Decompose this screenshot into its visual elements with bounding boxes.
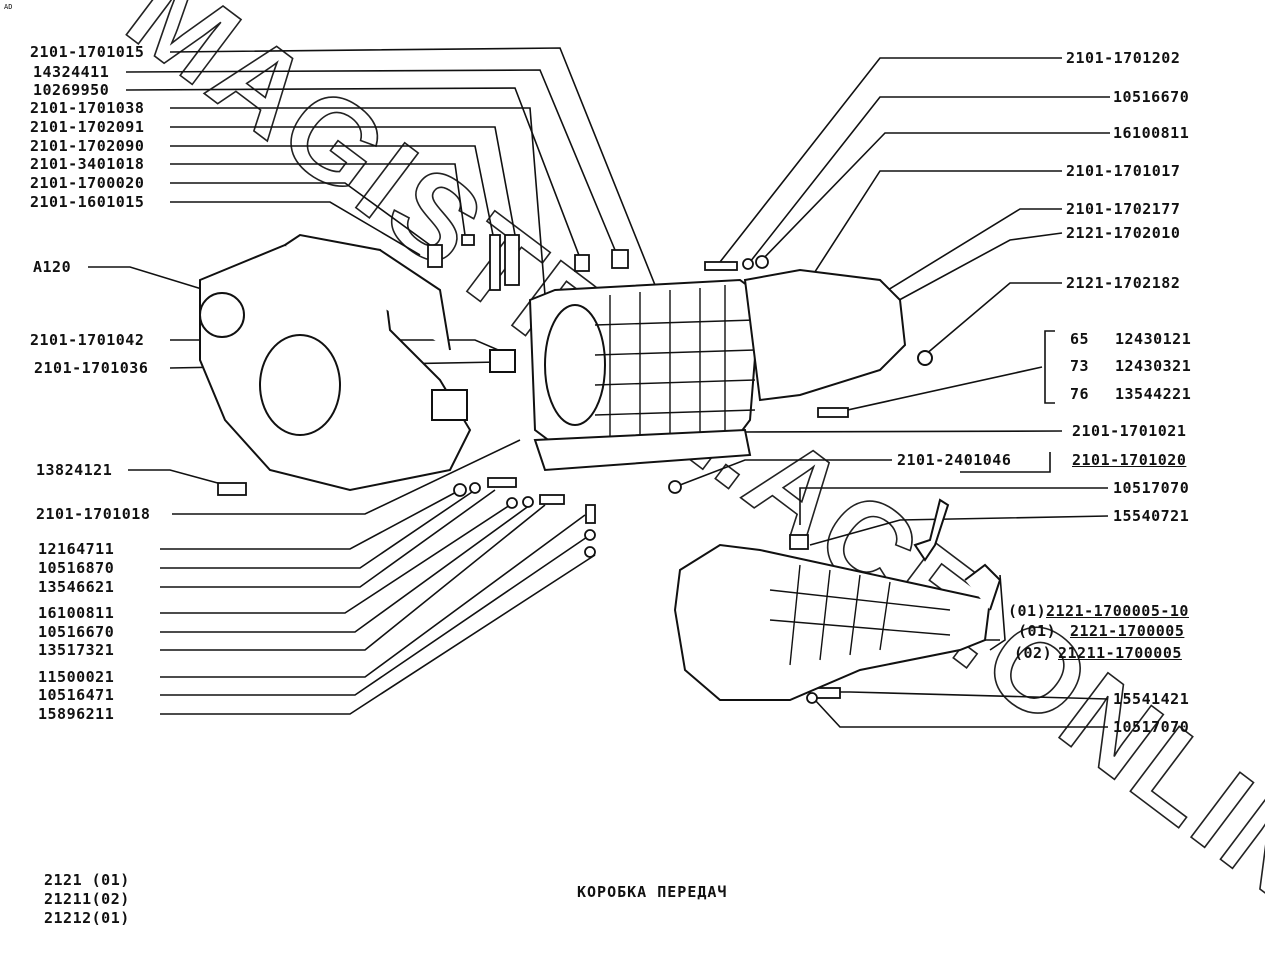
variant-part: 2121-1700005-10 xyxy=(1046,602,1189,620)
part-label: 2101-1700020 xyxy=(30,174,145,192)
part-label: 2101-1702177 xyxy=(1066,200,1181,218)
part-label: 2101-3401018 xyxy=(30,155,145,173)
svg-text:MAGISTRAL.ACE.ONLINE: MAGISTRAL.ACE.ONLINE xyxy=(104,0,1265,953)
variant-model: (01) xyxy=(1018,622,1057,640)
part-label: 10516670 xyxy=(38,623,115,641)
model-label: 21211(02) xyxy=(44,890,130,908)
gasket-outer-label: 2101-1701020 xyxy=(1072,451,1187,469)
part-label: 16100811 xyxy=(1113,124,1190,142)
part-label: 15540721 xyxy=(1113,507,1190,525)
part-label: 2101-1702090 xyxy=(30,137,145,155)
bolt-part: 12430121 xyxy=(1115,330,1192,348)
part-label: 12164711 xyxy=(38,540,115,558)
part-label: 11500021 xyxy=(38,668,115,686)
bolt-length: 65 xyxy=(1070,330,1090,348)
part-label: 10516670 xyxy=(1113,88,1190,106)
part-label: 2101-1702091 xyxy=(30,118,145,136)
diagram-title: КОРОБКА ПЕРЕДАЧ xyxy=(577,883,728,901)
part-label: 2101-1701036 xyxy=(34,359,149,377)
part-label: 15541421 xyxy=(1113,690,1190,708)
variant-model: (02) xyxy=(1014,644,1053,662)
gearbox-case-drawing xyxy=(489,268,933,472)
watermark: MAGISTRAL.ACE.ONLINE xyxy=(104,0,1265,953)
part-label: 15896211 xyxy=(38,705,115,723)
variant-part: 21211-1700005 xyxy=(1058,644,1182,662)
part-label: 2121-1702010 xyxy=(1066,224,1181,242)
part-label: 2101-1601015 xyxy=(30,193,145,211)
bolt-length: 76 xyxy=(1070,385,1090,403)
part-label: 2121-1702182 xyxy=(1066,274,1181,292)
part-label: 10516471 xyxy=(38,686,115,704)
bolt-part: 13544221 xyxy=(1115,385,1192,403)
gasket-inner-label: 2101-2401046 xyxy=(897,451,1012,469)
part-label: 10516870 xyxy=(38,559,115,577)
part-label: 10517070 xyxy=(1113,718,1190,736)
variant-model: (01) xyxy=(1008,602,1047,620)
small-parts-drawing xyxy=(217,234,849,704)
part-label: 2101-1701017 xyxy=(1066,162,1181,180)
part-label: 2101-1701021 xyxy=(1072,422,1187,440)
bolt-part: 12430321 xyxy=(1115,357,1192,375)
model-label: 21212(01) xyxy=(44,909,130,927)
part-label: 2101-1701202 xyxy=(1066,49,1181,67)
part-label: 2101-1701042 xyxy=(30,331,145,349)
part-label: 14324411 xyxy=(33,63,110,81)
part-label: 2101-1701018 xyxy=(36,505,151,523)
corner-mark: AD xyxy=(4,3,13,11)
part-label: 13546621 xyxy=(38,578,115,596)
part-label: 10269950 xyxy=(33,81,110,99)
part-label: A120 xyxy=(33,258,72,276)
part-label: 13824121 xyxy=(36,461,113,479)
model-label: 2121 (01) xyxy=(44,871,130,889)
part-label: 10517070 xyxy=(1113,479,1190,497)
part-label: 13517321 xyxy=(38,641,115,659)
bolt-length: 73 xyxy=(1070,357,1090,375)
part-label: 2101-1701015 xyxy=(30,43,145,61)
part-label: 2101-1701038 xyxy=(30,99,145,117)
variant-part: 2121-1700005 xyxy=(1070,622,1185,640)
part-label: 16100811 xyxy=(38,604,115,622)
assembled-gearbox-drawing xyxy=(673,498,1002,701)
clutch-housing-drawing xyxy=(199,233,472,492)
